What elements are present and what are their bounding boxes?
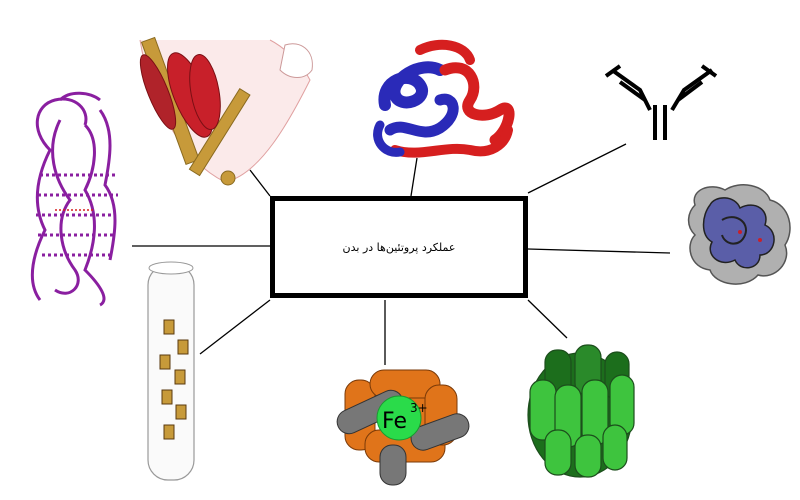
chaperonin-icon — [527, 344, 635, 478]
iron-label: Fe — [382, 409, 407, 434]
connector-chaperonin — [527, 299, 568, 339]
connector-enzyme — [527, 248, 671, 254]
center-title: عملکرد پروتئین‌ها در بدن — [342, 240, 456, 254]
center-box: عملکرد پروتئین‌ها در بدن — [270, 196, 528, 298]
ferritin-icon: Fe 3+ — [336, 369, 470, 486]
collagen-fiber-icon — [147, 261, 195, 481]
hemoglobin-icon — [373, 39, 515, 158]
iron-charge: 3+ — [410, 401, 428, 415]
connector-antibody — [527, 143, 627, 194]
connector-lines — [132, 143, 671, 365]
connector-hemoglobin — [410, 157, 418, 197]
connector-collagen — [199, 299, 271, 355]
enzyme-icon — [687, 184, 791, 285]
arm-muscle-icon — [139, 36, 313, 186]
antibody-icon — [604, 64, 718, 140]
connector-arm — [249, 169, 271, 197]
membrane-protein-icon — [30, 91, 118, 307]
